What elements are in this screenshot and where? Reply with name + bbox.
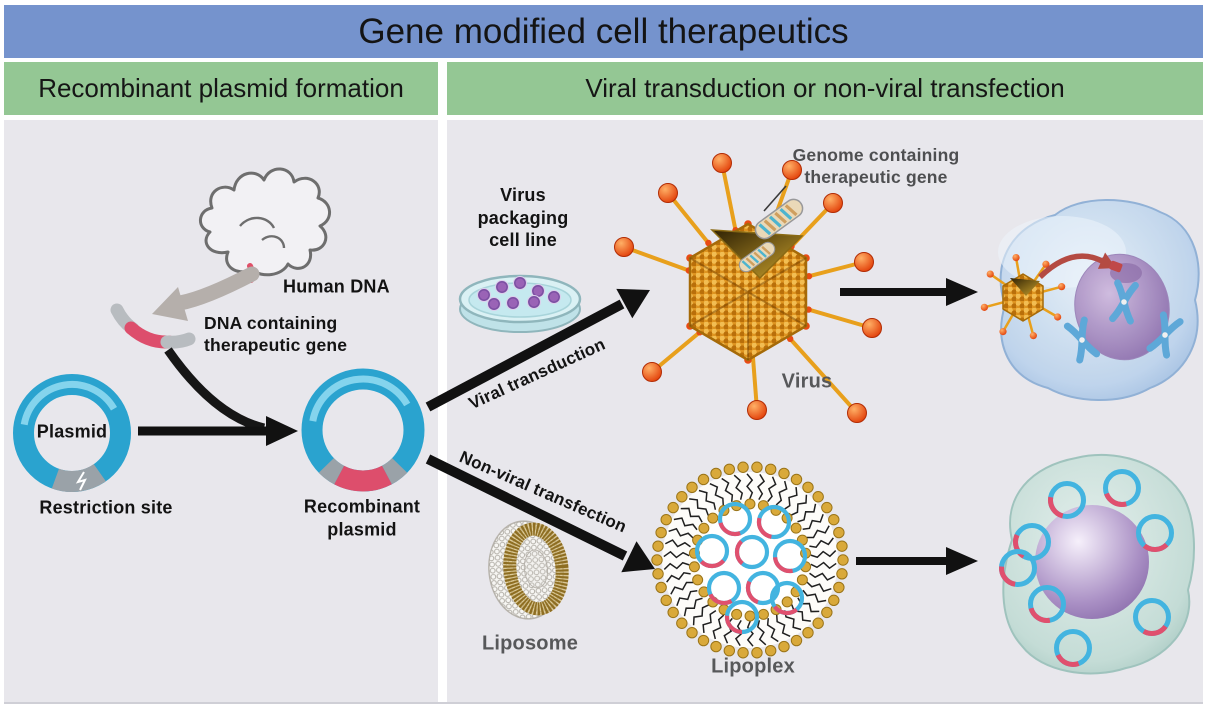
restriction-site-label: Restriction site xyxy=(39,497,173,518)
lipoplex-label: Lipoplex xyxy=(711,655,795,678)
section-header-left-label: Recombinant plasmid formation xyxy=(38,73,404,103)
panel-bottom-edge xyxy=(4,702,1203,704)
recombinant-plasmid-label: Recombinant plasmid xyxy=(303,496,421,539)
virus-label: Virus xyxy=(781,370,833,393)
genome-label: Genome containing therapeutic gene xyxy=(792,144,960,187)
human-dna-label: Human DNA xyxy=(283,276,390,297)
panel-recombinant-plasmid xyxy=(4,120,438,704)
dna-fragment-label: DNA containing therapeutic gene xyxy=(204,312,348,355)
section-header-right-label: Viral transduction or non-viral transfec… xyxy=(585,73,1065,103)
section-header-right: Viral transduction or non-viral transfec… xyxy=(447,62,1203,115)
section-header-left: Recombinant plasmid formation xyxy=(4,62,438,115)
figure-title: Gene modified cell therapeutics xyxy=(358,11,849,51)
liposome-label: Liposome xyxy=(481,632,579,655)
title-banner: Gene modified cell therapeutics xyxy=(4,5,1203,58)
plasmid-label: Plasmid xyxy=(36,421,108,442)
virus-packaging-label: Virus packaging cell line xyxy=(477,184,569,251)
